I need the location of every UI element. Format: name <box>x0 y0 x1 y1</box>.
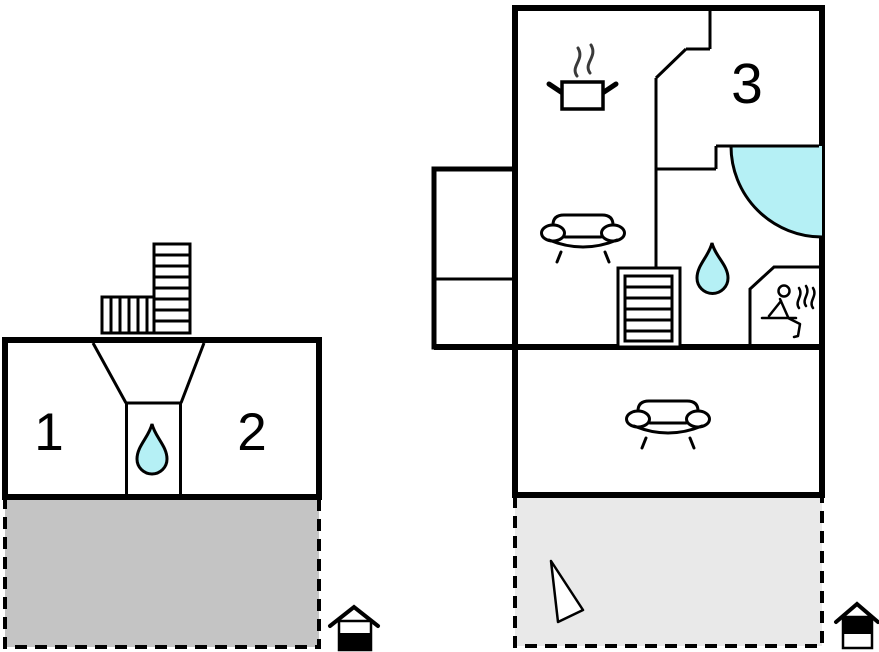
pot-body <box>560 80 605 111</box>
cooking-pot-icon <box>546 43 619 111</box>
ground-floor-plan: 1 2 <box>2 242 322 649</box>
house-lower-fill <box>339 633 371 650</box>
sofa-icon <box>625 399 711 450</box>
terrace-dashed-border <box>513 496 824 648</box>
stair-treads <box>109 297 149 333</box>
terrace-fill <box>515 496 822 646</box>
water-drop-icon <box>135 423 169 476</box>
ground-floor-terrace <box>3 497 321 649</box>
stair-treads <box>154 253 190 323</box>
sauna-person-icon <box>760 284 802 339</box>
interior-staircase-icon <box>616 266 682 349</box>
ground-floor-interior-walls <box>91 342 206 494</box>
upper-floor-terrace <box>513 496 824 648</box>
terrace-dashed-border <box>3 497 321 649</box>
upper-floor-interior-walls <box>654 11 819 268</box>
direction-arrow-icon <box>549 559 585 624</box>
sofa-icon <box>540 213 626 264</box>
exterior-staircase-icon <box>100 242 192 335</box>
sauna-walls <box>748 265 819 347</box>
ground-floor-indicator-icon <box>328 604 380 652</box>
room-label-3: 3 <box>731 52 763 116</box>
sauna-area <box>748 265 819 347</box>
stair-treads <box>625 285 672 333</box>
room-label-1: 1 <box>34 403 63 462</box>
house-roof <box>328 604 380 628</box>
pot-handles <box>546 81 619 95</box>
corner-shower-arc <box>729 145 823 239</box>
terrace-fill <box>5 497 319 647</box>
sauna-steam-icon <box>796 284 816 310</box>
house-roof <box>834 601 879 624</box>
pot-steam-icon <box>573 43 595 78</box>
upper-floor-indicator-icon <box>834 601 879 650</box>
water-drop-icon <box>695 242 730 295</box>
upper-floor-plan: 3 <box>431 5 825 648</box>
annex-outer-walls <box>431 166 518 350</box>
corner-shower-icon <box>731 146 822 237</box>
room-label-2: 2 <box>237 403 266 462</box>
house-upper-fill <box>843 617 872 634</box>
